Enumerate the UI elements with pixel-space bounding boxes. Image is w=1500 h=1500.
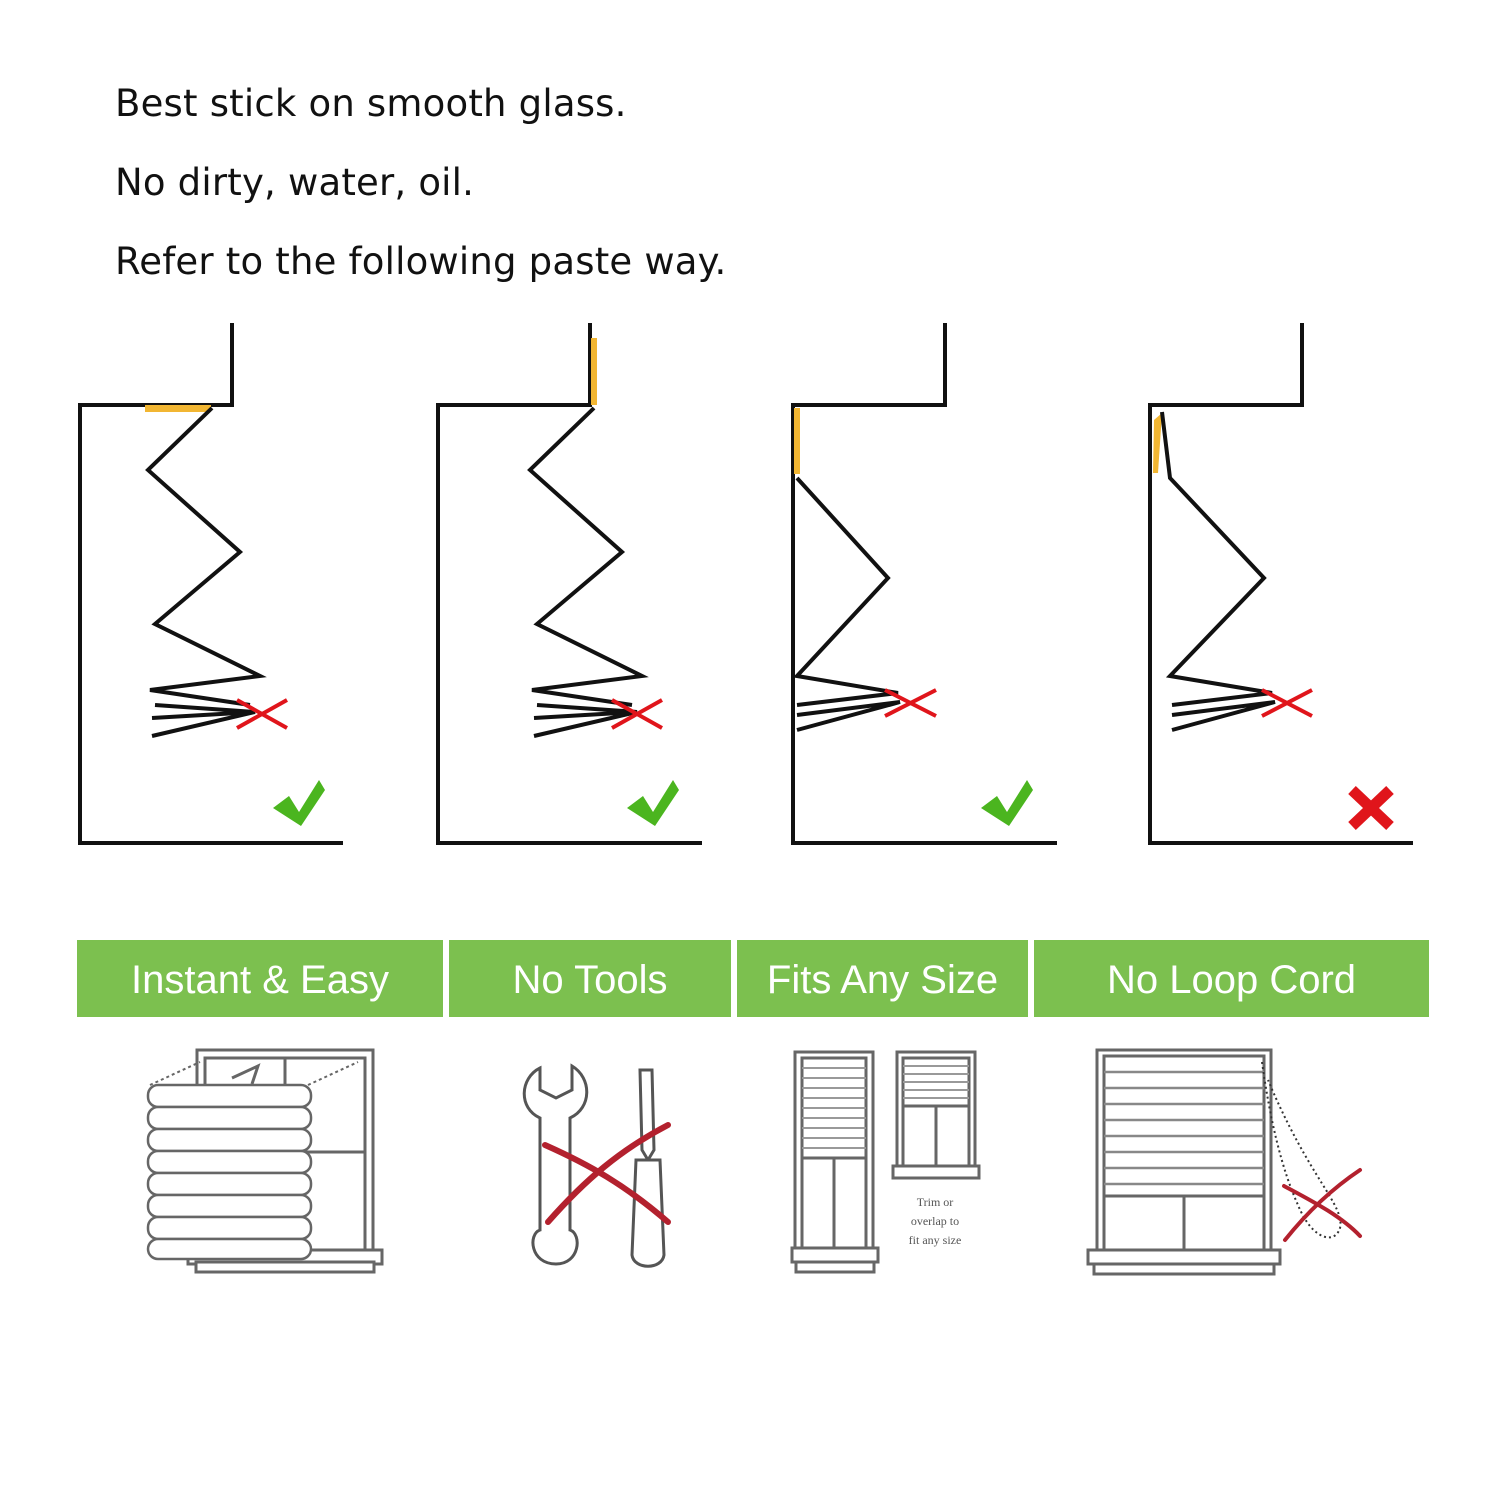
feature-icons: Trim or overlap to fit any size (146, 1048, 1362, 1276)
mounting-diagram-3 (791, 323, 1057, 845)
caption-line-2: overlap to (911, 1214, 959, 1228)
screwdriver-icon (638, 1068, 656, 1163)
instruction-line-2: No dirty, water, oil. (115, 161, 475, 204)
adhesive-strip (591, 338, 597, 405)
folded-shade (145, 406, 267, 707)
folded-shade-bottom (151, 703, 256, 738)
feature-bar: Instant & Easy No Tools Fits Any Size No… (77, 940, 1429, 1017)
cord-cross-icon (884, 688, 937, 718)
loop-cord (1261, 1061, 1342, 1239)
caption-line-1: Trim or (917, 1195, 954, 1209)
adhesive-strip (1153, 413, 1162, 473)
feature-label-no-tools: No Tools (449, 940, 731, 1017)
folded-shade (793, 476, 899, 707)
pleated-shade-window-icon (146, 1048, 384, 1274)
feature-label-instant-easy: Instant & Easy (77, 940, 443, 1017)
trim-to-size-shade-icon (790, 1050, 981, 1274)
folded-shade (527, 406, 649, 707)
window-frame (1148, 323, 1413, 845)
mounting-diagram-1 (78, 323, 343, 845)
crossed-out-tools-icon (522, 1063, 671, 1268)
mounting-diagram-2 (436, 323, 702, 845)
fits-any-size-caption: Trim or overlap to fit any size (909, 1195, 962, 1247)
instruction-line-1: Best stick on smooth glass. (115, 82, 627, 125)
feature-label-no-loop-cord: No Loop Cord (1034, 940, 1429, 1017)
no-loop-cord-icon (1086, 1048, 1362, 1276)
folded-shade-bottom (533, 703, 638, 738)
instructions: Best stick on smooth glass. No dirty, wa… (115, 78, 726, 315)
feature-label-fits-any-size: Fits Any Size (737, 940, 1028, 1017)
folded-shade-bottom (1171, 700, 1276, 732)
green-check-icon (627, 780, 679, 826)
folded-shade (1160, 411, 1273, 707)
window-frame (78, 323, 343, 845)
cord-cross-icon (1282, 1168, 1362, 1242)
mounting-diagrams (78, 323, 1413, 845)
red-x-icon (1348, 786, 1394, 830)
cord-cross-icon (236, 698, 288, 730)
cord-cross-icon (1261, 688, 1313, 718)
caption-line-3: fit any size (909, 1233, 962, 1247)
wrench-icon (522, 1063, 589, 1266)
window-frame (436, 323, 702, 845)
green-check-icon (273, 780, 325, 826)
adhesive-strip (794, 408, 800, 474)
window-frame (791, 323, 1057, 845)
instruction-line-3: Refer to the following paste way. (115, 240, 727, 283)
adhesive-strip (145, 405, 211, 412)
cord-cross-icon (611, 698, 663, 730)
tool-cross-icon (542, 1122, 671, 1225)
green-check-icon (981, 780, 1033, 826)
folded-shade-bottom (796, 700, 901, 732)
mounting-diagram-4 (1148, 323, 1413, 845)
